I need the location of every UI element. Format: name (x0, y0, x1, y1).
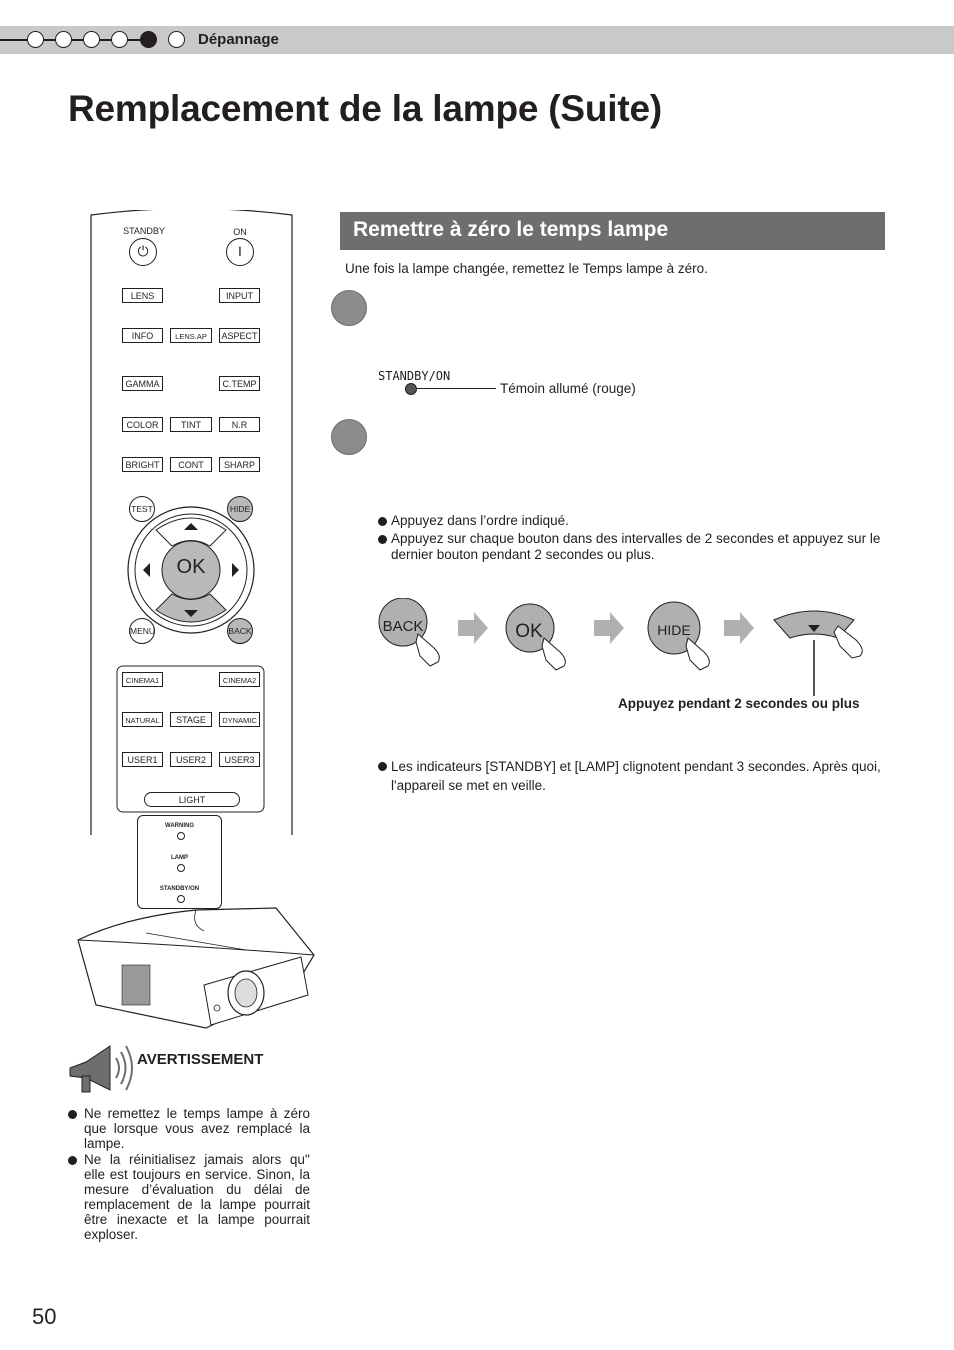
megaphone-icon (69, 1045, 133, 1093)
dynamic-button[interactable]: DYNAMIC (219, 712, 260, 727)
header-rule (0, 39, 150, 41)
warning-indicator-label: WARNING (165, 823, 194, 829)
bullet-icon (378, 535, 387, 544)
user3-button[interactable]: USER3 (219, 752, 260, 767)
back-key-icon: BACK (378, 598, 440, 667)
menu-button[interactable]: MENU (129, 618, 155, 644)
nr-button[interactable]: N.R (219, 417, 260, 432)
indicator-panel: WARNING LAMP STANDBY/ON (137, 815, 222, 909)
warning-item: Ne la réinitialisez jamais alors qu'' el… (84, 1152, 310, 1242)
arrow-right-icon (724, 612, 754, 644)
info-button[interactable]: INFO (122, 328, 163, 343)
hide-key-icon: HIDE (647, 601, 710, 671)
section-label: Dépannage (198, 31, 279, 48)
down-key-icon (773, 610, 863, 696)
ok-key-icon: OK (505, 603, 566, 671)
input-button[interactable]: INPUT (219, 288, 260, 303)
bullet-icon (68, 1110, 77, 1119)
remote-control: STANDBY ON ⏻ I LENS INPUT INFO LENS.AP A… (90, 210, 293, 850)
arrow-right-icon (458, 612, 488, 644)
intro-text: Une fois la lampe changée, remettez le T… (345, 261, 708, 276)
on-button[interactable]: I (226, 238, 254, 266)
user1-button[interactable]: USER1 (122, 752, 163, 767)
cinema2-button[interactable]: CINEMA2 (219, 672, 260, 687)
bullet-icon (68, 1156, 77, 1165)
instruction-bullet: Appuyez dans l’ordre indiqué. (391, 513, 569, 528)
remote-outline (90, 210, 293, 835)
step-1-marker (331, 290, 367, 326)
instruction-bullet: Appuyez sur chaque bouton dans des inter… (391, 531, 881, 562)
bright-button[interactable]: BRIGHT (122, 457, 163, 472)
hide-key-label: HIDE (657, 622, 690, 638)
tint-button[interactable]: TINT (170, 417, 212, 432)
cinema1-button[interactable]: CINEMA1 (122, 672, 163, 687)
bullet-icon (378, 762, 387, 771)
arrow-right-icon (594, 612, 624, 644)
cont-button[interactable]: CONT (170, 457, 212, 472)
chapter-dot (111, 31, 128, 48)
chapter-dot (83, 31, 100, 48)
hide-button[interactable]: HIDE (227, 496, 253, 522)
standby-led-icon (405, 383, 417, 395)
section-title: Remettre à zéro le temps lampe (353, 218, 669, 241)
light-button[interactable]: LIGHT (144, 792, 240, 807)
standby-indicator-label: STANDBY/ON (159, 886, 200, 892)
bullet-icon (378, 517, 387, 526)
warning-item: Ne remettez le temps lampe à zéro que lo… (84, 1106, 310, 1151)
test-button[interactable]: TEST (129, 496, 155, 522)
button-sequence-diagram: BACK OK HIDE (378, 598, 863, 696)
leader-line (416, 388, 496, 389)
warning-led-icon (177, 832, 185, 840)
projector-illustration (77, 907, 315, 1029)
lamp-indicator-label: LAMP (171, 855, 188, 861)
ok-button[interactable]: OK (176, 556, 206, 578)
chapter-dot (168, 31, 185, 48)
sharp-button[interactable]: SHARP (219, 457, 260, 472)
back-key-label: BACK (383, 618, 424, 635)
result-bullet: Les indicateurs [STANDBY] et [LAMP] clig… (391, 759, 881, 793)
lens-button[interactable]: LENS (122, 288, 163, 303)
user2-button[interactable]: USER2 (170, 752, 212, 767)
warning-title: AVERTISSEMENT (137, 1051, 264, 1068)
chapter-dot-active (140, 31, 157, 48)
aspect-button[interactable]: ASPECT (219, 328, 260, 343)
page-number: 50 (32, 1304, 57, 1329)
stage-button[interactable]: STAGE (170, 712, 212, 727)
indicator-caption: Témoin allumé (rouge) (500, 381, 636, 396)
section-header-bar (340, 212, 885, 250)
standby-led-icon (177, 895, 185, 903)
chapter-dot (55, 31, 72, 48)
ok-key-label: OK (515, 621, 543, 642)
lamp-led-icon (177, 864, 185, 872)
page-title: Remplacement de la lampe (Suite) (68, 88, 663, 129)
chapter-dot (27, 31, 44, 48)
header-band (0, 26, 954, 54)
standby-label: STANDBY (123, 226, 165, 236)
on-label: ON (233, 227, 247, 237)
back-button[interactable]: BACK (227, 618, 253, 644)
color-button[interactable]: COLOR (122, 417, 163, 432)
natural-button[interactable]: NATURAL (122, 712, 163, 727)
standby-button[interactable]: ⏻ (129, 238, 157, 266)
standby-on-label: STANDBY/ON (378, 369, 451, 383)
lens-ap-button[interactable]: LENS.AP (170, 328, 212, 343)
c-temp-button[interactable]: C.TEMP (219, 376, 260, 391)
step-2-marker (331, 419, 367, 455)
gamma-button[interactable]: GAMMA (122, 376, 163, 391)
press-duration-note: Appuyez pendant 2 secondes ou plus (618, 696, 860, 711)
